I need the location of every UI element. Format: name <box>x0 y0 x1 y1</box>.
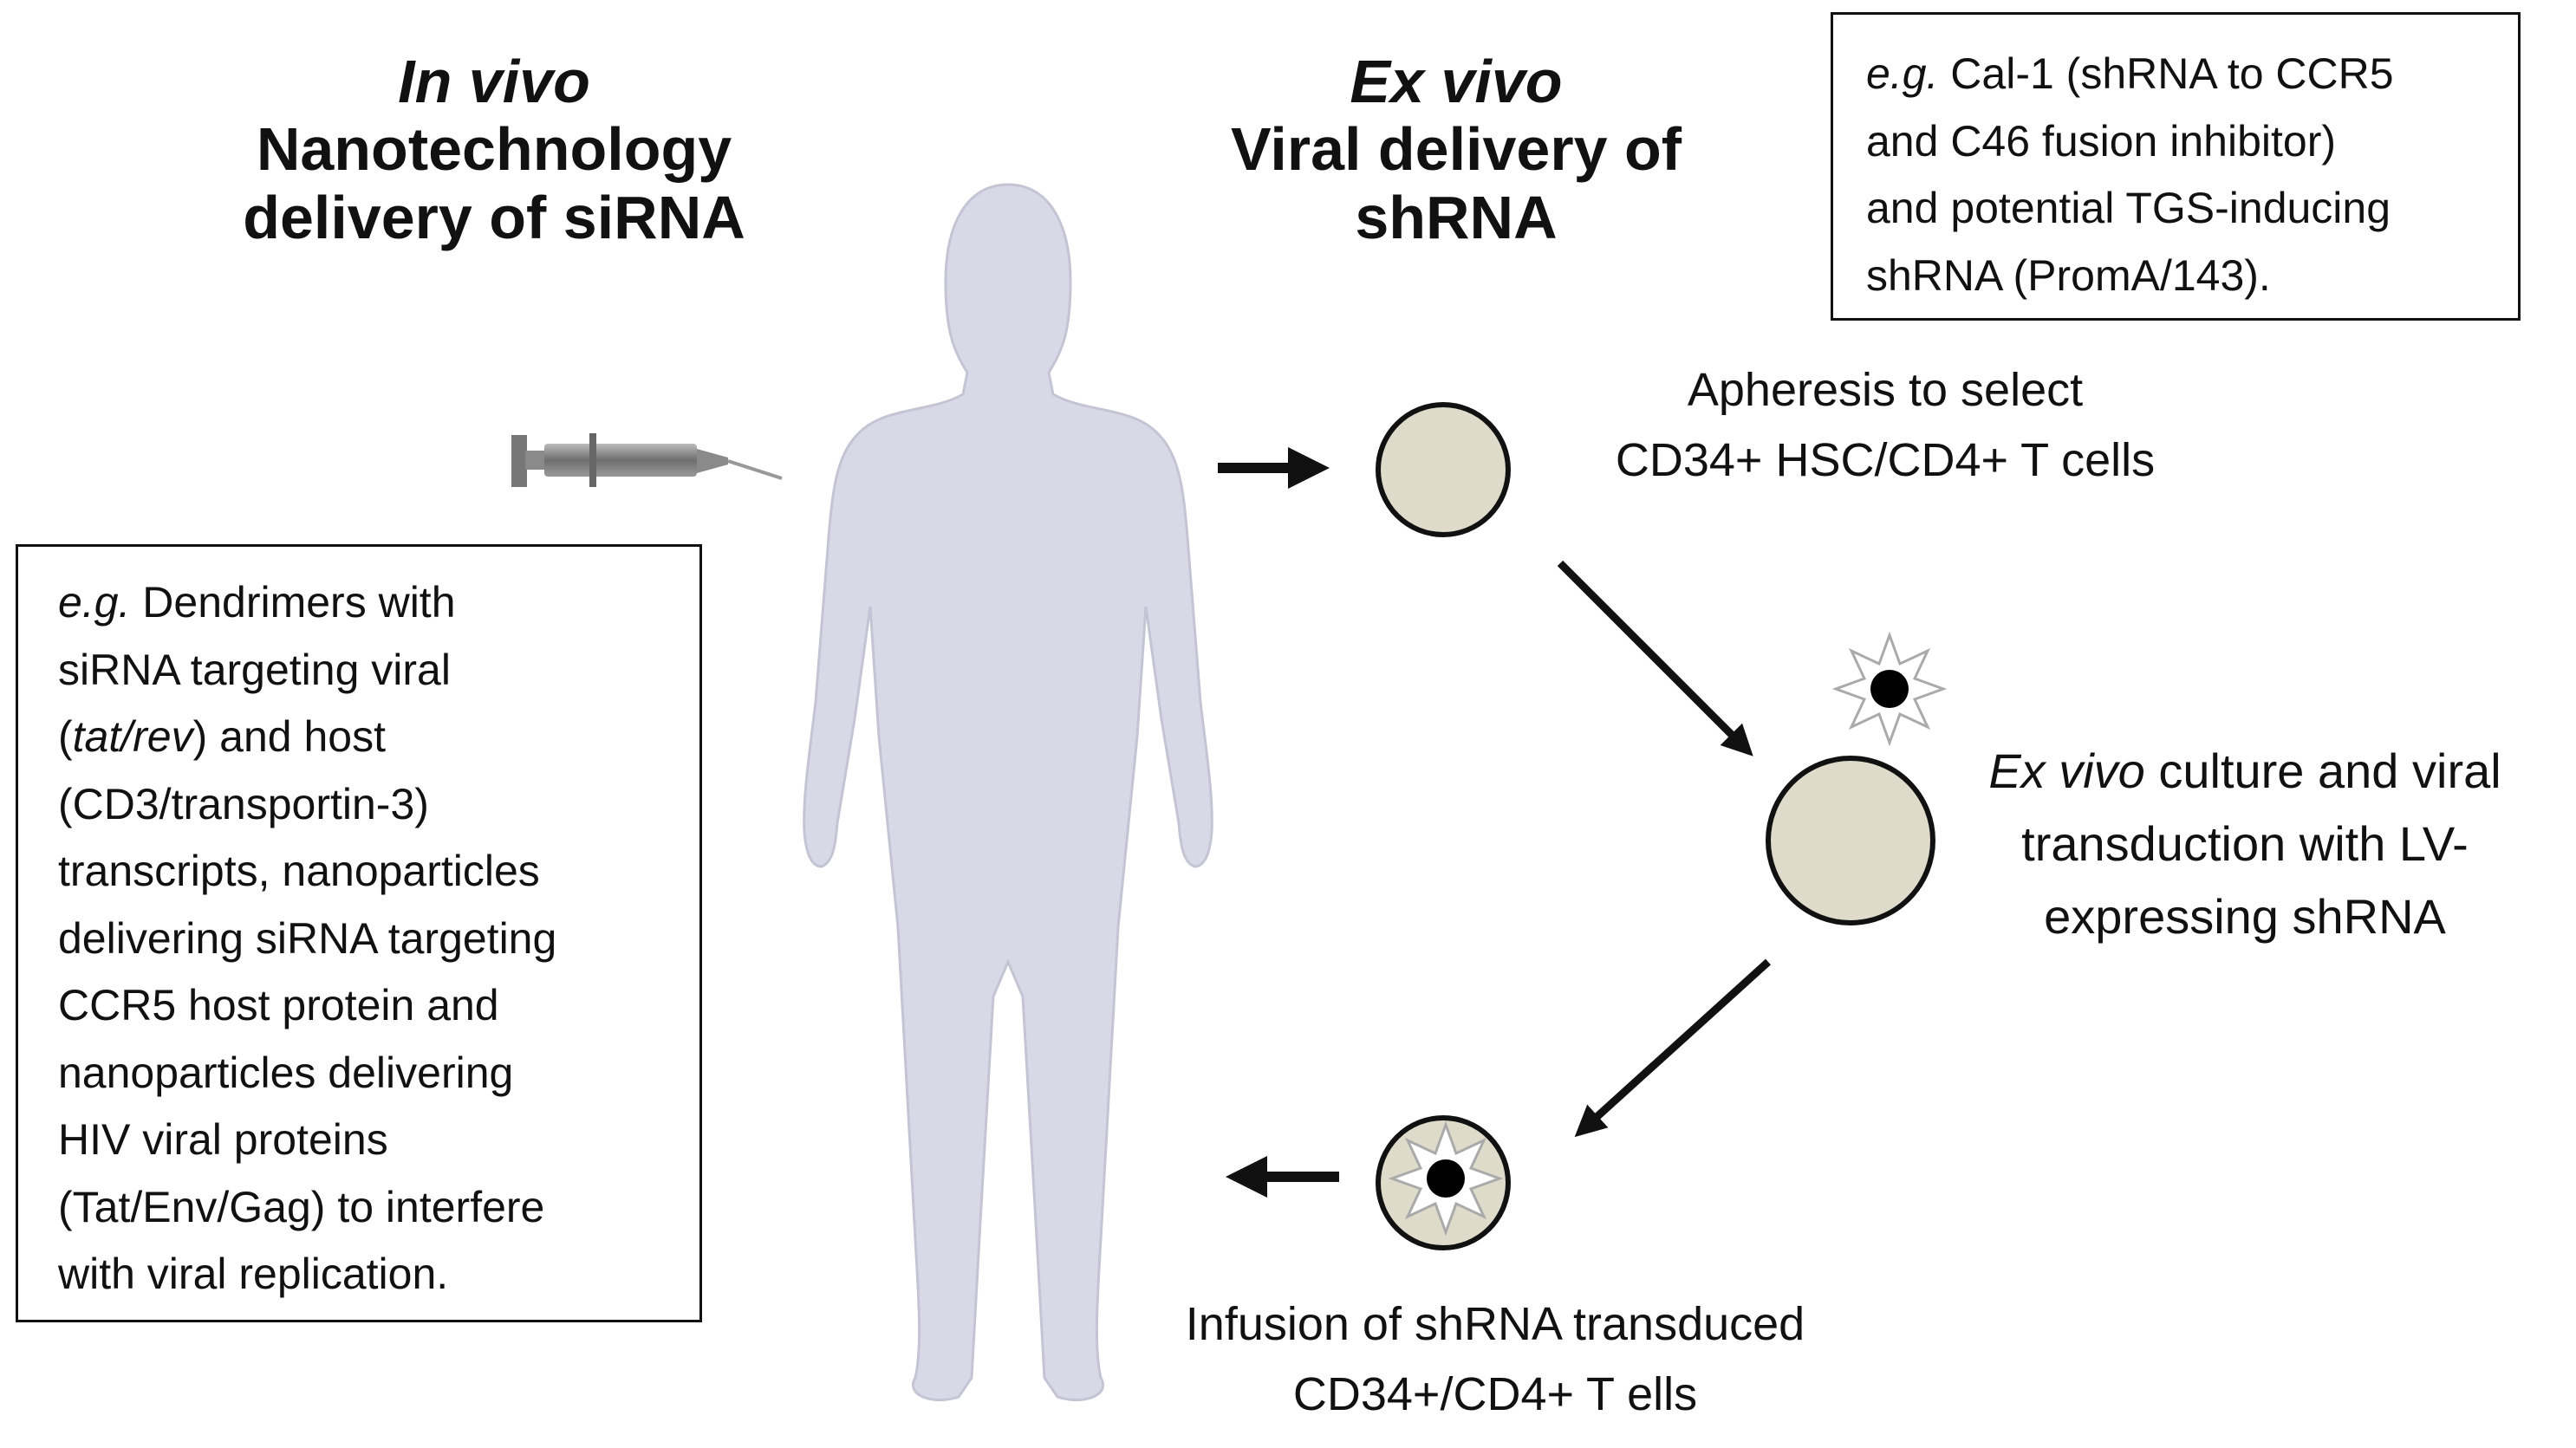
eg-label: e.g. <box>58 578 131 627</box>
infusion-label: Infusion of shRNA transduced CD34+/CD4+ … <box>1075 1289 1916 1430</box>
in-vivo-box-line5: transcripts, nanoparticles <box>58 847 540 895</box>
heading-in-vivo: In vivo Nanotechnology delivery of siRNA <box>121 48 867 251</box>
arrow-to-infusion <box>1574 958 1772 1138</box>
ex-vivo-box-line3: and potential TGS-inducing <box>1866 184 2391 232</box>
in-vivo-box-line6: delivering siRNA targeting <box>58 913 557 963</box>
heading-ex-vivo-line2: Viral delivery of <box>1230 115 1682 184</box>
in-vivo-box-line8: nanoparticles delivering <box>58 1048 514 1097</box>
culture-label: Ex vivo culture and viral transduction w… <box>1924 735 2566 953</box>
in-vivo-box-line2: siRNA targeting viral <box>58 645 451 694</box>
cell-culture <box>1766 756 1935 925</box>
in-vivo-box-line1-text: Dendrimers with <box>130 578 456 627</box>
in-vivo-box-line3: (tat/rev) and host <box>58 704 699 771</box>
tat-rev-label: tat/rev <box>72 712 193 761</box>
in-vivo-box-line3-text: ) and host <box>192 712 386 761</box>
apheresis-label-line1: Apheresis to select <box>1687 364 2084 416</box>
paren-open: ( <box>58 712 73 761</box>
apheresis-label-line2: CD34+ HSC/CD4+ T cells <box>1615 434 2156 486</box>
human-figure-icon <box>803 183 1213 1401</box>
in-vivo-box-line1: e.g. Dendrimers with <box>58 569 699 637</box>
eg-label: e.g. <box>1866 49 1939 98</box>
syringe-icon <box>511 433 783 487</box>
ex-vivo-box-line2: and C46 fusion inhibitor) <box>1866 116 2336 166</box>
ex-vivo-box-line1-text: Cal-1 (shRNA to CCR5 <box>1938 49 2394 98</box>
infusion-label-line2: CD34+/CD4+ T ells <box>1292 1368 1698 1420</box>
heading-in-vivo-line2: Nanotechnology <box>256 115 732 184</box>
example-box-ex-vivo: e.g. Cal-1 (shRNA to CCR5 and C46 fusion… <box>1831 12 2521 321</box>
heading-in-vivo-line3: delivery of siRNA <box>243 183 745 251</box>
culture-label-line1: Ex vivo culture and viral <box>1924 735 2566 808</box>
infusion-label-line1: Infusion of shRNA transduced <box>1185 1298 1805 1350</box>
apheresis-label: Apheresis to select CD34+ HSC/CD4+ T cel… <box>1543 355 2228 496</box>
cell-apheresis <box>1376 402 1511 537</box>
in-vivo-box-line7: CCR5 host protein and <box>58 981 499 1029</box>
culture-label-line3: expressing shRNA <box>2044 889 2446 944</box>
in-vivo-box-line10: (Tat/Env/Gag) to interfere <box>58 1182 545 1231</box>
ex-vivo-box-line4: shRNA (PromA/143). <box>1866 250 2271 300</box>
in-vivo-box-line4: (CD3/transportin-3) <box>58 779 429 828</box>
heading-in-vivo-title: In vivo <box>398 48 590 115</box>
transduced-virus-icon <box>1388 1120 1504 1237</box>
ex-vivo-box-line1: e.g. Cal-1 (shRNA to CCR5 <box>1866 41 2518 108</box>
arrow-to-culture <box>1557 560 1753 756</box>
ex-vivo-italic: Ex vivo <box>1988 743 2145 798</box>
example-box-in-vivo: e.g. Dendrimers with siRNA targeting vir… <box>16 544 702 1322</box>
culture-label-line2: transduction with LV- <box>2021 816 2469 871</box>
heading-ex-vivo-line3: shRNA <box>1355 183 1558 251</box>
heading-ex-vivo: Ex vivo Viral delivery of shRNA <box>1127 48 1786 251</box>
virus-particle-icon <box>1831 631 1948 747</box>
in-vivo-box-line11: with viral replication. <box>58 1250 449 1298</box>
heading-ex-vivo-title: Ex vivo <box>1350 48 1563 115</box>
culture-label-line1-text: culture and viral <box>2144 743 2501 798</box>
in-vivo-box-line9: HIV viral proteins <box>58 1115 388 1164</box>
